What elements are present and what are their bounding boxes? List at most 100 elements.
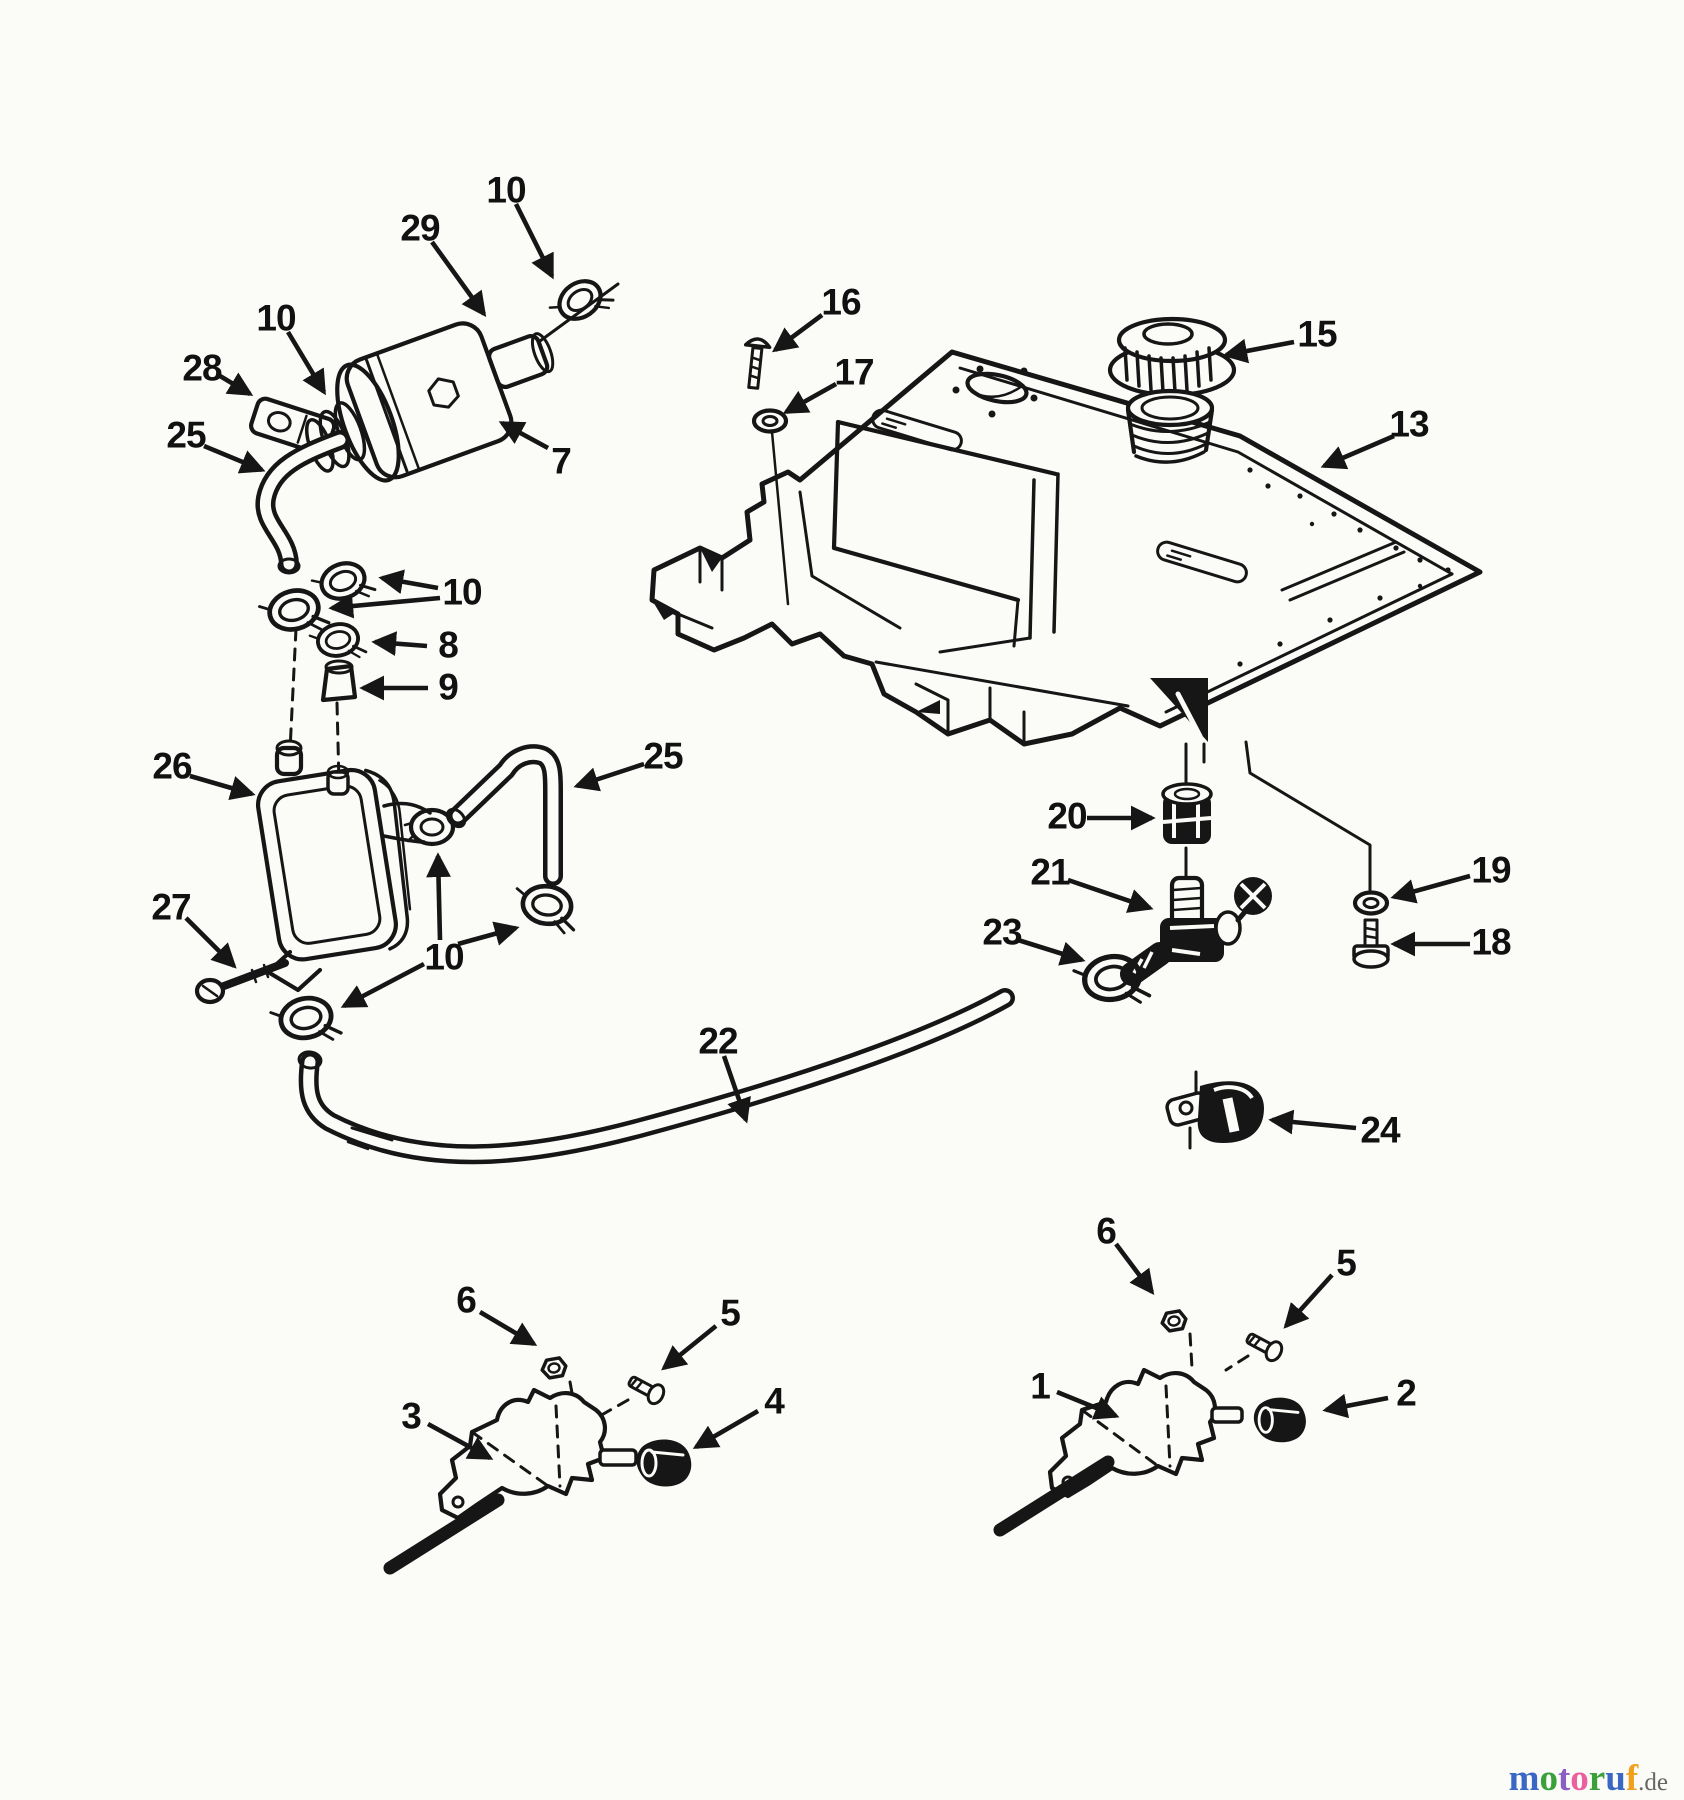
nut-6-icon: [1158, 1308, 1190, 1334]
grommet-9: [320, 659, 358, 703]
part-number-label: 10: [256, 298, 296, 339]
part-number-label: 29: [400, 208, 440, 249]
callout-10: 10: [256, 298, 326, 396]
leader-arrow: [513, 202, 555, 280]
hose-clamp-icon: [546, 271, 615, 336]
fuel-cap-drawing: [1107, 316, 1237, 398]
part-number-label: 7: [551, 441, 571, 482]
part-number-label: 5: [720, 1293, 740, 1334]
fuel-filter-body: [304, 321, 555, 483]
fuel-pump-drawing: [194, 739, 579, 1051]
part-number-label: 1: [1030, 1366, 1050, 1407]
screw-27: [194, 959, 289, 1005]
fuel-filter-assembly-drawing: [248, 271, 620, 575]
callout-1: 1: [1030, 1366, 1120, 1420]
part-number-label: 25: [643, 736, 683, 777]
tank-cavity: [831, 419, 1060, 654]
part-number-label: 10: [424, 937, 464, 978]
leader-arrow: [218, 372, 254, 396]
filter-nipple: [487, 333, 550, 390]
part-number-label: 21: [1030, 852, 1070, 893]
tank-filler-hole: [965, 371, 1029, 405]
leader-arrow: [772, 313, 824, 353]
leader-arrow: [478, 1310, 538, 1346]
leader-arrow: [1017, 937, 1086, 966]
part-number-label: 16: [821, 282, 861, 323]
part-number-label: 10: [486, 170, 526, 211]
leader-arrow: [189, 773, 256, 801]
part-number-label: 15: [1297, 314, 1337, 355]
screw-16: [743, 337, 772, 390]
callout-10: 10: [328, 569, 483, 619]
callout-2: 2: [1322, 1373, 1417, 1419]
leader-arrow: [498, 420, 550, 451]
part-number-label: 24: [1360, 1110, 1401, 1151]
fuel-hose-22-drawing: [297, 988, 1015, 1165]
callout-21: 21: [1030, 852, 1154, 913]
tank-slot: [868, 406, 966, 454]
part-number-label: 10: [442, 572, 482, 613]
leader-arrow: [782, 381, 838, 415]
callout-10: 10: [340, 852, 520, 1009]
callout-6: 6: [456, 1280, 538, 1346]
part-number-label: 5: [1336, 1243, 1356, 1284]
clamp-stack-drawing: [258, 556, 377, 785]
fuel-tank-drawing: [649, 316, 1483, 790]
leader-arrow: [661, 1324, 718, 1371]
control-rod: [993, 1455, 1115, 1537]
leader-arrow: [378, 569, 439, 594]
leader-arrow: [1268, 1109, 1357, 1135]
callout-19: 19: [1390, 850, 1512, 904]
callout-20: 20: [1047, 796, 1156, 837]
part-number-label: 25: [166, 415, 206, 456]
part-number-label: 28: [182, 348, 222, 389]
callout-16: 16: [772, 282, 862, 353]
part-number-label: 22: [698, 1021, 738, 1062]
part-number-label: 27: [151, 887, 190, 928]
part-number-label: 4: [764, 1381, 785, 1422]
bracket-assembly-right-drawing: [993, 1308, 1308, 1537]
leader-arrow: [371, 631, 428, 657]
leader-arrow: [1067, 877, 1154, 913]
part-number-label: 18: [1471, 922, 1511, 963]
leader-arrow: [430, 240, 487, 318]
callout-25: 25: [166, 415, 266, 474]
leader-arrow: [721, 1055, 751, 1124]
hose-clamp-icon: [512, 882, 579, 934]
knob-2-icon: [1252, 1396, 1308, 1444]
control-rod: [383, 1493, 505, 1575]
leader-arrow: [1320, 433, 1395, 470]
leader-arrow: [328, 593, 441, 619]
leader-arrow: [203, 443, 266, 474]
valve-assembly-drawing: [1073, 740, 1390, 1013]
part-number-label: 19: [1471, 850, 1511, 891]
callout-15: 15: [1222, 314, 1338, 364]
leader-arrow: [1056, 1389, 1120, 1420]
callout-27: 27: [151, 887, 237, 969]
part-number-label: 9: [438, 667, 458, 708]
leader-arrow: [573, 761, 645, 792]
screw-5-icon: [1242, 1327, 1287, 1365]
callout-3: 3: [401, 1396, 494, 1461]
leader-arrow: [340, 961, 426, 1009]
cable-clamp-24-drawing: [1165, 1070, 1264, 1150]
hose-clamp-icon: [403, 807, 456, 847]
callout-10: 10: [486, 170, 555, 280]
shutoff-valve-21: [1120, 875, 1272, 986]
part-number-label: 2: [1396, 1373, 1416, 1414]
callout-5: 5: [1283, 1243, 1357, 1329]
bracket-assembly-left-drawing: [383, 1355, 693, 1575]
callout-26: 26: [152, 746, 256, 801]
tank-outline: [649, 349, 1483, 747]
part-number-label: 26: [152, 746, 192, 787]
leader-arrow: [692, 1409, 760, 1449]
leader-arrow: [1283, 1273, 1334, 1329]
part-number-label: 6: [456, 1280, 476, 1321]
lock-washer-19-icon: [1355, 893, 1387, 914]
callout-18: 18: [1390, 922, 1512, 963]
screw-5-icon: [624, 1370, 669, 1408]
part-number-label: 3: [401, 1396, 421, 1437]
washer-17-icon: [754, 411, 786, 432]
